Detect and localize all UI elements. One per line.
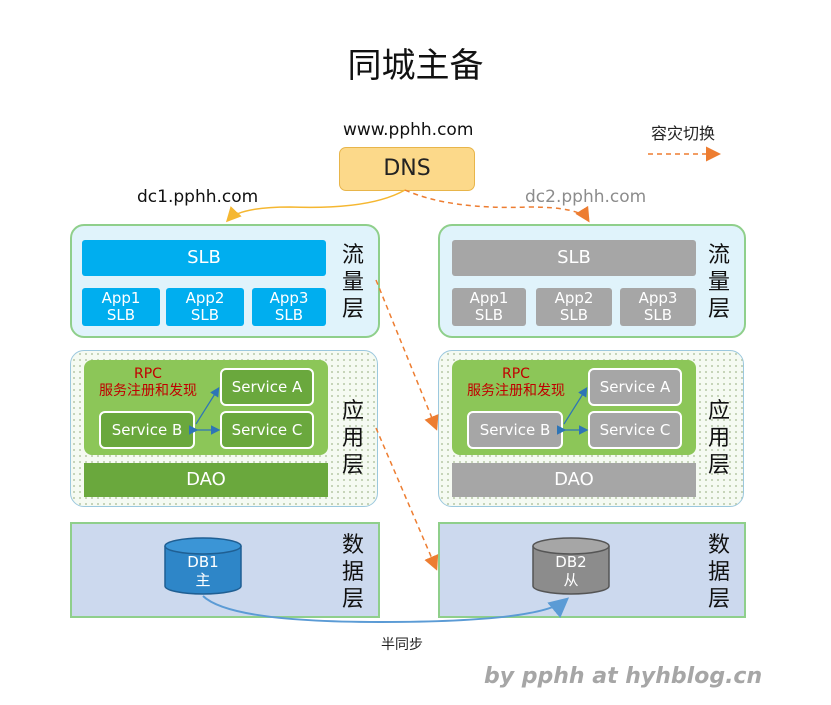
- db2-label: DB2 从: [555, 553, 587, 589]
- dc2-slb: SLB: [452, 240, 696, 276]
- failover-legend-label: 容灾切换: [651, 124, 716, 143]
- dc1-traffic-layer-label: 流 量 层: [341, 243, 364, 322]
- dc2-service-b-to-a-arrow: [563, 386, 588, 425]
- db1-cylinder-icon: [164, 537, 242, 595]
- dc1-app1-slb: App1 SLB: [82, 288, 160, 326]
- traffic-to-app-failover-arrow: [375, 279, 439, 431]
- watermark: by pphh at hyhblog.cn: [484, 664, 763, 689]
- dc1-application-layer-label: 应 用 层: [341, 399, 364, 478]
- dc1-app3-slb: App3 SLB: [252, 288, 326, 326]
- dns-to-dc2-arrow: [404, 189, 590, 223]
- dc2-dao: DAO: [452, 463, 696, 497]
- dns-to-dc1-arrow: [225, 189, 406, 223]
- dc1-service-a: Service A: [220, 368, 314, 406]
- app-to-data-failover-arrow: [375, 427, 439, 571]
- dc2-application-layer-label: 应 用 层: [707, 399, 730, 478]
- dc2-domain: dc2.pphh.com: [525, 187, 647, 207]
- dns-box: DNS: [339, 147, 475, 191]
- dc2-app1-slb: App1 SLB: [452, 288, 526, 326]
- dc2-service-a: Service A: [588, 368, 682, 406]
- dc1-rpc-label: RPC 服务注册和发现: [99, 366, 197, 399]
- dc2-app2-slb: App2 SLB: [536, 288, 612, 326]
- semi-sync-arrow: [202, 595, 570, 624]
- dc2-rpc-label: RPC 服务注册和发现: [467, 366, 565, 399]
- dc2-traffic-layer-label: 流 量 层: [707, 243, 730, 322]
- dc2-service-c: Service C: [588, 411, 682, 449]
- db2-cylinder-icon: [532, 537, 610, 595]
- dc1-service-b-to-a-arrow: [195, 386, 220, 425]
- dc1-slb: SLB: [82, 240, 326, 276]
- dc1-data-layer-label: 数 据 层: [341, 533, 364, 612]
- dc2-service-b: Service B: [467, 411, 563, 449]
- dc1-domain: dc1.pphh.com: [137, 187, 259, 207]
- db1-label: DB1 主: [187, 553, 219, 589]
- semi-sync-label: 半同步: [381, 637, 423, 653]
- dns-domain: www.pphh.com: [343, 120, 474, 140]
- dc1-service-c: Service C: [220, 411, 314, 449]
- page-title: 同城主备: [347, 46, 484, 86]
- dc2-data-layer-label: 数 据 层: [707, 533, 730, 612]
- dc2-app3-slb: App3 SLB: [620, 288, 696, 326]
- dc1-app2-slb: App2 SLB: [166, 288, 244, 326]
- dc1-service-b: Service B: [99, 411, 195, 449]
- dc1-dao: DAO: [84, 463, 328, 497]
